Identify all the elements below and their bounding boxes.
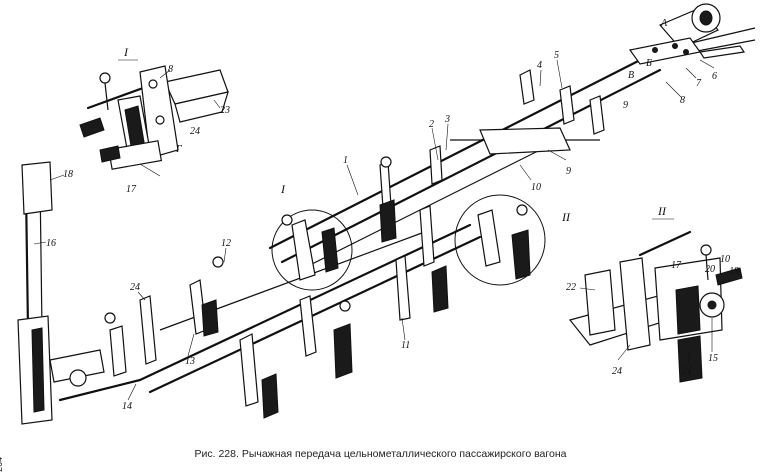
label-1: 1	[343, 155, 348, 166]
label-3: 3	[444, 114, 450, 125]
label-17-detail-II: 17	[671, 260, 682, 271]
leader-lines	[33, 59, 715, 401]
label-20: 20	[705, 264, 715, 275]
detail-II-inset	[568, 230, 743, 383]
label-G: Г	[175, 144, 182, 155]
label-24-detail-II: 24	[612, 366, 622, 377]
detail-label-I-callout: I	[280, 182, 286, 196]
detail-I-callout	[271, 209, 353, 291]
label-A: А	[660, 18, 668, 29]
label-19: 19	[729, 266, 739, 277]
label-9-lower: 9	[566, 166, 571, 177]
part-labels: 1 2 3 4 5 6 7 8 8 9 9 10 10 11 12 13 14 …	[46, 18, 739, 412]
label-23: 23	[220, 105, 230, 116]
label-9-upper: 9	[623, 100, 628, 111]
label-5: 5	[554, 50, 559, 61]
figure-caption: Рис. 228. Рычажная передача цельнометалл…	[194, 448, 567, 460]
label-7: 7	[696, 78, 702, 89]
bogie-levers	[104, 69, 605, 419]
label-18: 18	[63, 169, 73, 180]
detail-label-II-callout: II	[561, 210, 571, 224]
hand-brake-column	[17, 161, 142, 425]
label-24-main: 24	[130, 282, 140, 293]
label-16: 16	[46, 238, 56, 249]
label-V: В	[628, 70, 634, 81]
label-10: 10	[531, 182, 541, 193]
detail-label-I-top: I	[123, 45, 129, 59]
label-2: 2	[429, 119, 434, 130]
label-10-detail: 10	[720, 254, 730, 265]
page-number: 264	[0, 456, 4, 472]
label-4: 4	[537, 60, 542, 71]
label-8-detail: 8	[168, 64, 173, 75]
label-6: 6	[712, 71, 717, 82]
label-13: 13	[185, 356, 195, 367]
detail-II-callout	[454, 194, 546, 286]
label-15: 15	[708, 353, 718, 364]
brake-cylinder	[628, 3, 746, 65]
label-11: 11	[401, 340, 410, 351]
label-21: 21	[682, 366, 692, 377]
label-8-main: 8	[680, 95, 685, 106]
detail-I-inset	[79, 65, 229, 170]
label-B: Б	[645, 58, 652, 69]
label-22: 22	[566, 282, 576, 293]
label-17-detail-I: 17	[126, 184, 137, 195]
label-14: 14	[122, 401, 132, 412]
label-24-detail-I: 24	[190, 126, 200, 137]
detail-label-II-inset: II	[657, 204, 667, 218]
label-12: 12	[221, 238, 231, 249]
